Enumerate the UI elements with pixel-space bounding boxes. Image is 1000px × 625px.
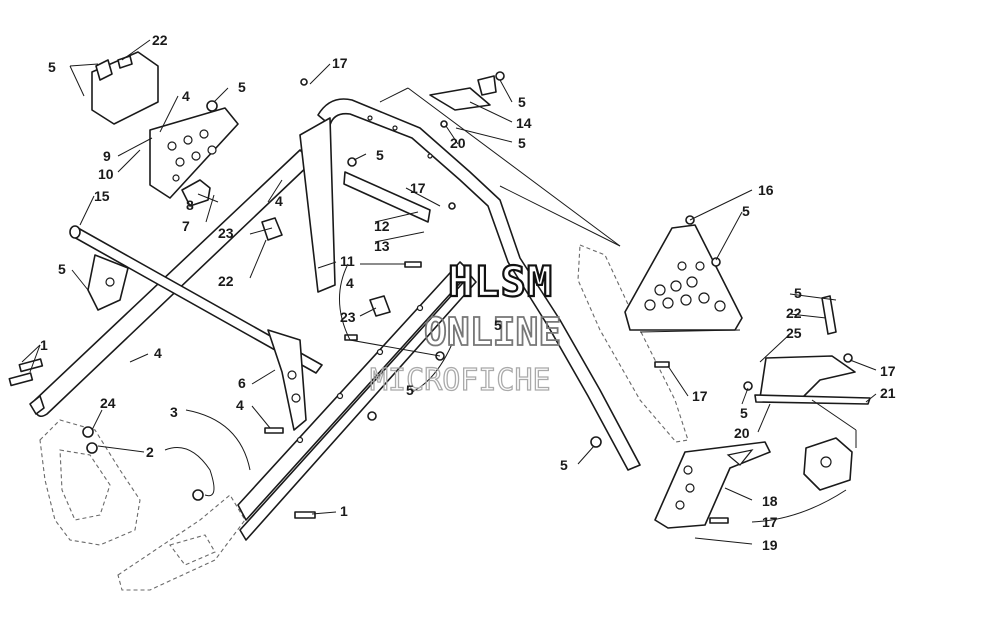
callout-17: 17 [332,55,348,71]
callout-22: 22 [218,273,234,289]
callout-23: 23 [218,225,234,241]
callout-12: 12 [374,218,390,234]
callout-20: 20 [734,425,750,441]
callout-5: 5 [58,261,66,277]
callout-4: 4 [154,345,162,361]
callout-14: 14 [516,115,532,131]
callout-22: 22 [152,32,168,48]
left-gusset-bracket [87,254,129,311]
callout-5: 5 [518,94,526,110]
watermark-line-3: MICROFICHE [370,363,551,398]
callout-4: 4 [182,88,190,104]
callout-4: 4 [236,397,244,413]
callout-22: 22 [786,305,802,321]
chassis-outline-left [39,419,246,591]
callout-11: 11 [340,253,355,269]
callout-5: 5 [406,382,414,398]
support-strut [299,117,336,293]
callout-1: 1 [40,337,48,353]
cross-tube [69,225,323,374]
callout-5: 5 [238,79,246,95]
lower-gusset-bracket [267,329,307,431]
callout-15: 15 [94,188,110,204]
callout-20: 20 [450,135,466,151]
right-strap [821,295,837,335]
callout-21: 21 [880,385,896,401]
watermark: HLSM ONLINE MICROFICHE [369,256,562,399]
callout-17: 17 [880,363,896,379]
callout-1: 1 [340,503,348,519]
callout-13: 13 [374,238,390,254]
callout-18: 18 [762,493,778,509]
offset-bracket [754,355,871,405]
steering-hoop [317,98,641,471]
callout-6: 6 [238,375,246,391]
callout-2: 2 [146,444,154,460]
watermark-line-2: ONLINE [424,310,561,354]
callout-labels: 22 5 5 4 9 10 8 7 4 15 5 23 22 1 4 24 6 … [40,32,896,553]
callout-4: 4 [275,193,283,209]
callout-5: 5 [494,317,502,333]
callout-5: 5 [742,203,750,219]
leader-lines [21,39,877,545]
callout-5: 5 [518,135,526,151]
callout-5: 5 [794,285,802,301]
callout-5: 5 [48,59,56,75]
fasteners [8,71,853,524]
speed-sensor [803,437,853,491]
callout-5: 5 [560,457,568,473]
right-perforated-plate [624,224,743,331]
callout-8: 8 [186,197,194,213]
callout-17: 17 [762,514,778,530]
upper-clip-bracket [429,75,497,111]
callout-5: 5 [740,405,748,421]
chassis-outline-right [577,244,689,443]
callout-24: 24 [100,395,116,411]
callout-17: 17 [410,180,426,196]
callout-25: 25 [786,325,802,341]
watermark-line-1: HLSM [448,257,553,306]
callout-17: 17 [692,388,708,404]
callout-4: 4 [346,275,354,291]
callout-7: 7 [182,218,190,234]
callout-3: 3 [170,404,178,420]
callout-19: 19 [762,537,778,553]
callout-10: 10 [98,166,114,182]
callout-23: 23 [340,309,356,325]
lower-mount-plate [654,441,771,529]
callout-9: 9 [103,148,111,164]
control-module [91,51,159,125]
side-rail [237,261,477,541]
callout-5: 5 [376,147,384,163]
mounting-strap [343,171,431,223]
relay [181,179,211,207]
callout-16: 16 [758,182,774,198]
